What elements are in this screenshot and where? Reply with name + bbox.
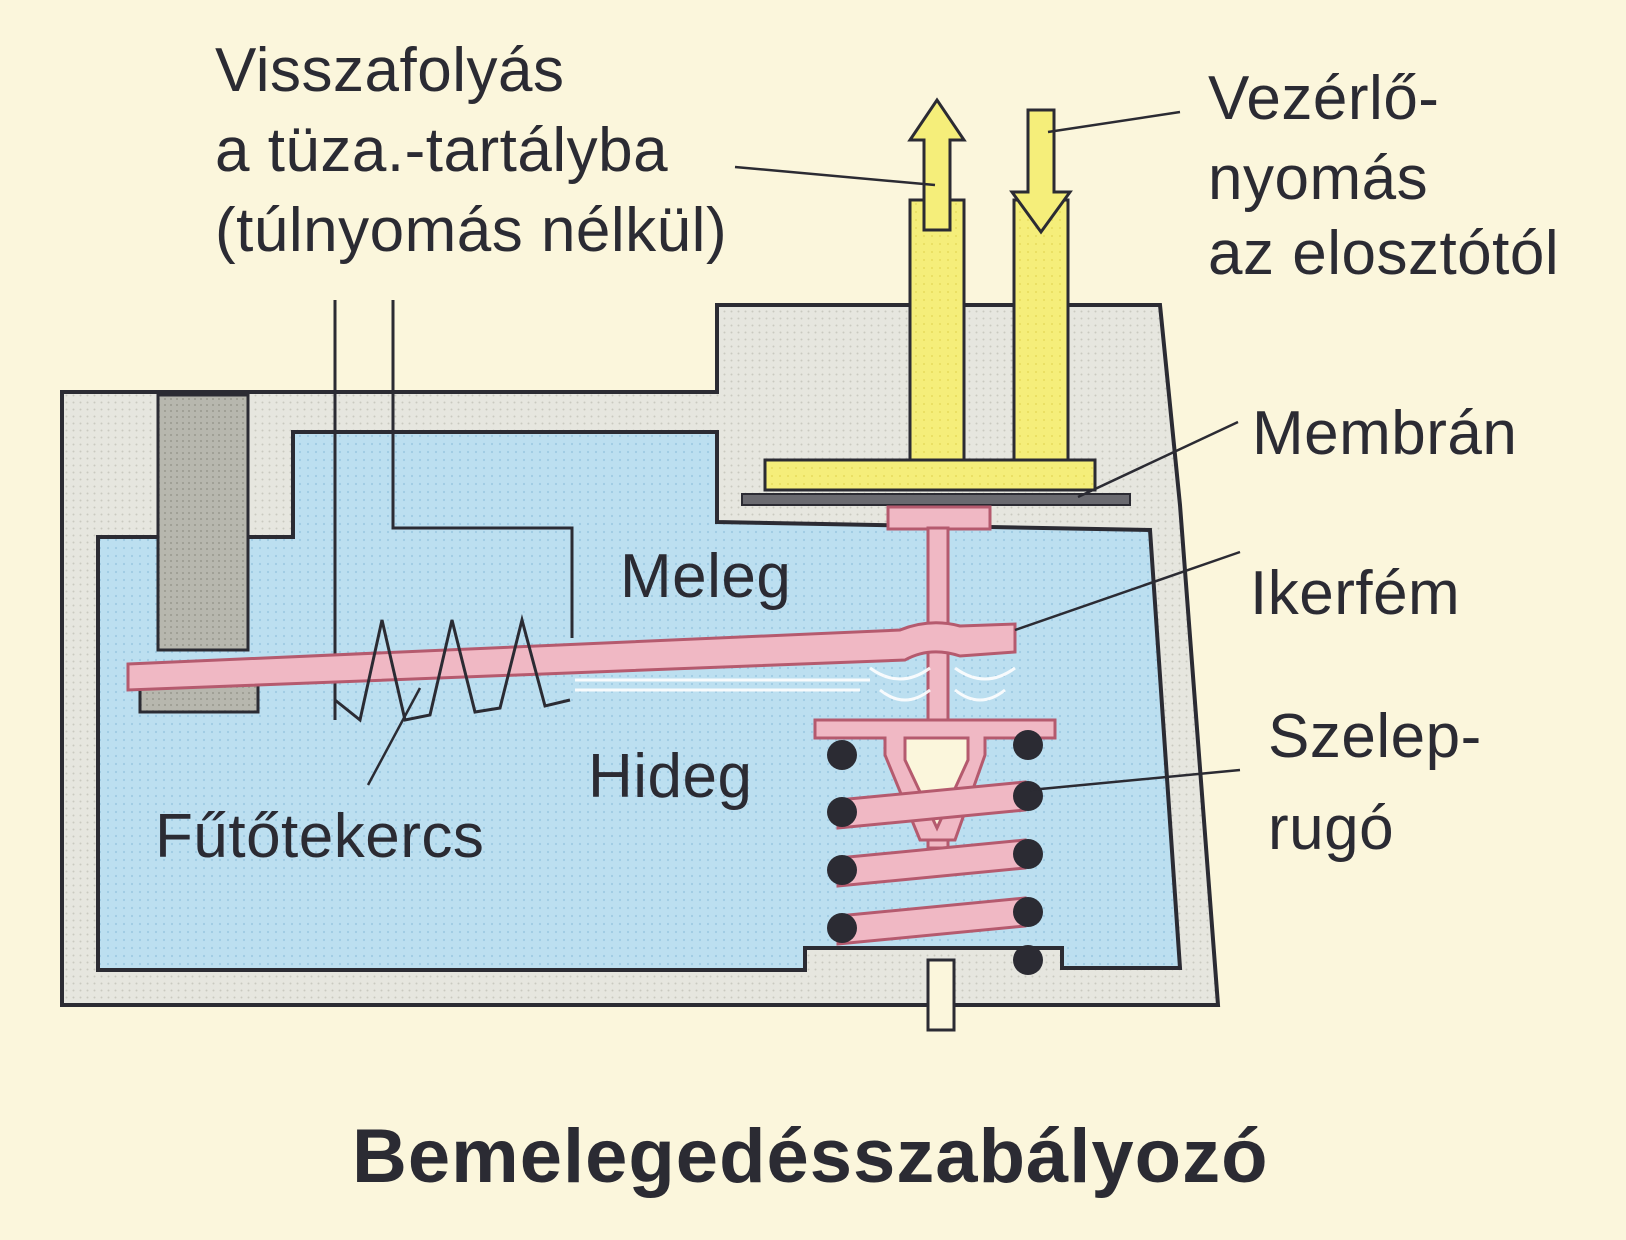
label-coil: Fűtőtekercs	[155, 802, 485, 871]
label-control-line2: nyomás	[1208, 144, 1429, 213]
heat-lines	[575, 666, 1016, 702]
bimetal-strip	[126, 621, 1017, 692]
membrane	[741, 493, 1131, 506]
leader-lines	[366, 110, 1241, 792]
label-control-line1: Vezérlő-	[1208, 64, 1440, 133]
valve-plate	[886, 505, 992, 531]
left-support-block	[156, 393, 250, 652]
fluid-chamber	[96, 430, 1183, 972]
label-return-line2: a tüza.-tartályba	[215, 116, 669, 185]
up-arrow	[907, 97, 967, 232]
label-spring-line2: rugó	[1268, 794, 1395, 863]
return-pipe	[908, 198, 966, 482]
label-cold: Hideg	[588, 742, 753, 811]
label-control-line3: az elosztótól	[1208, 219, 1560, 288]
diagram-title: Bemelegedésszabályozó	[352, 1114, 1269, 1199]
control-pressure-pipe	[1012, 198, 1070, 482]
down-arrow	[1009, 108, 1073, 235]
label-bimetal: Ikerfém	[1250, 559, 1461, 628]
valve-spring	[827, 730, 1043, 975]
inner-partition	[391, 300, 574, 638]
heating-coil	[334, 614, 571, 723]
label-membrane: Membrán	[1252, 399, 1518, 468]
label-warm: Meleg	[620, 542, 792, 611]
bottom-outlet	[926, 958, 956, 1032]
label-return-line1: Visszafolyás	[215, 36, 565, 105]
label-spring-line1: Szelep-	[1268, 702, 1482, 771]
label-return-line3: (túlnyomás nélkül)	[215, 196, 728, 265]
